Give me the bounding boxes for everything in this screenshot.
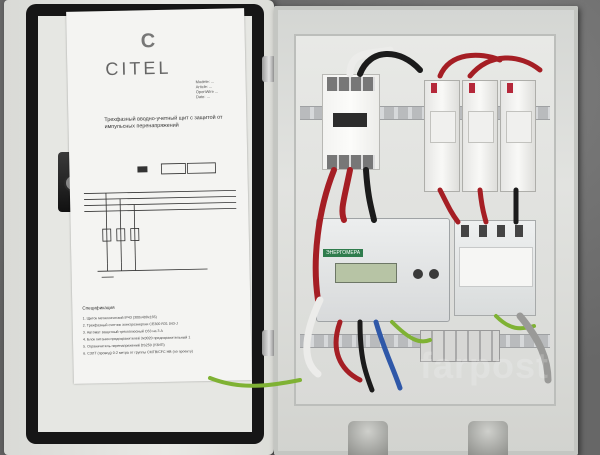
document-meta: Modele: ... Article: ... OpenWire ... Da… bbox=[195, 78, 219, 100]
spec-list: 1. Щиток металлический IP43 (300х400х165… bbox=[82, 312, 243, 357]
single-line-schematic bbox=[83, 162, 237, 278]
spec-heading: Спецификация bbox=[82, 304, 115, 311]
schematic-breaker-icon bbox=[137, 166, 148, 173]
meter-button[interactable] bbox=[413, 269, 423, 279]
cable-gland bbox=[468, 421, 508, 455]
fuse-holder[interactable] bbox=[462, 80, 498, 192]
fuse-holder[interactable] bbox=[424, 80, 460, 192]
meter-display bbox=[335, 263, 397, 283]
spd-label-panel bbox=[459, 247, 533, 287]
fuse-holder-block bbox=[424, 80, 538, 192]
breaker-terminals-top bbox=[327, 77, 375, 91]
citel-logo-text: CITEL bbox=[105, 57, 172, 80]
terminal-block bbox=[420, 330, 500, 362]
energy-meter: ЭНЕРГОМЕРА bbox=[316, 218, 450, 322]
watermark: farpost bbox=[420, 345, 550, 386]
top-hinge bbox=[262, 56, 276, 82]
fuse-holder[interactable] bbox=[500, 80, 536, 192]
meter-button[interactable] bbox=[429, 269, 439, 279]
document-title: Трехфазный вводно-учетный щит с защитой … bbox=[104, 114, 223, 131]
cable-gland bbox=[348, 421, 388, 455]
spd-terminals bbox=[461, 225, 531, 237]
citel-logo-icon: C bbox=[140, 30, 156, 53]
breaker-terminals-bottom bbox=[327, 155, 375, 169]
breaker-toggle[interactable] bbox=[333, 113, 367, 127]
meter-brand-label: ЭНЕРГОМЕРА bbox=[323, 249, 364, 257]
bottom-hinge bbox=[262, 330, 276, 356]
surge-protector bbox=[454, 220, 536, 316]
circuit-breaker[interactable] bbox=[322, 74, 380, 170]
wiring-diagram-sheet: C CITEL Modele: ... Article: ... OpenWir… bbox=[66, 8, 252, 384]
